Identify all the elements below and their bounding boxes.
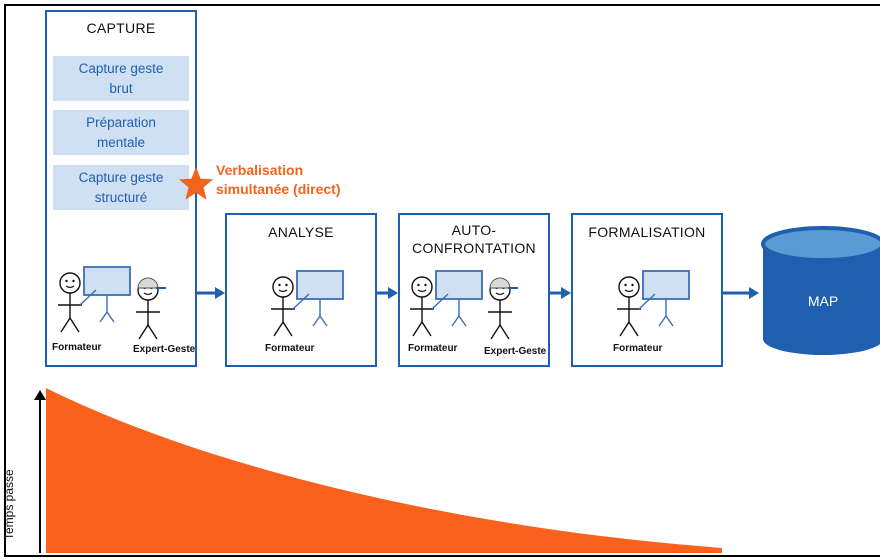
actor-label-formateur: Formateur xyxy=(408,343,458,354)
map-label: MAP xyxy=(807,293,839,309)
expert-figure xyxy=(135,277,167,340)
presenter-figure xyxy=(409,270,483,337)
substep-preparation-mentale: Préparation mentale xyxy=(53,110,189,155)
substep-capture-structure: Capture geste structuré xyxy=(53,165,189,210)
diagram-frame xyxy=(4,4,880,557)
analyse-title: ANALYSE xyxy=(268,224,334,240)
flow-arrows xyxy=(197,287,759,299)
capture-stage: CAPTURE Capture geste brut Préparation m… xyxy=(45,10,197,367)
actor-label-expert: Expert-Geste xyxy=(133,344,196,355)
time-chart xyxy=(34,388,722,553)
actor-label-formateur: Formateur xyxy=(613,343,663,354)
verbalisation-annotation: Verbalisation simultanée (direct) xyxy=(216,162,341,197)
capture-title: CAPTURE xyxy=(86,20,156,36)
presenter-figure xyxy=(616,270,690,337)
substep-capture-brut: Capture geste brut xyxy=(53,56,189,101)
formalisation-title: FORMALISATION xyxy=(588,224,706,240)
presenter-figure xyxy=(57,266,131,333)
presenter-figure xyxy=(270,270,344,337)
database-icon xyxy=(761,226,880,355)
expert-figure xyxy=(487,277,519,340)
actor-label-formateur: Formateur xyxy=(265,343,315,354)
actor-label-formateur: Formateur xyxy=(52,342,102,353)
star-icon xyxy=(178,167,214,200)
actor-label-expert: Expert-Geste xyxy=(484,346,547,357)
autoconfrontation-title: AUTO- CONFRONTATION xyxy=(412,222,536,256)
